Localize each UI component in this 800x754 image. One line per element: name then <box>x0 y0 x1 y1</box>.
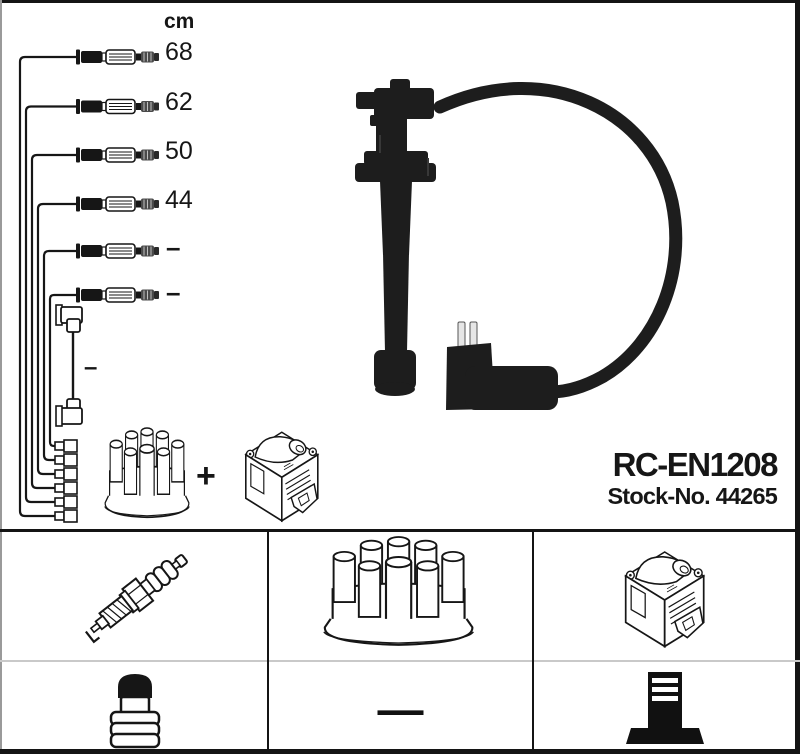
stock-number: Stock-No. 44265 <box>607 483 777 509</box>
legend-cell-rubber-boot <box>2 662 267 749</box>
cable-connector-icon <box>75 98 160 115</box>
spark-plug-cable-photo <box>355 79 683 410</box>
ignition-cable-icons <box>75 48 160 304</box>
border-left <box>0 0 2 754</box>
plus-sign: + <box>196 457 216 495</box>
distributor-cap-icon <box>322 536 474 646</box>
ignition-coil-icon <box>244 431 319 522</box>
rubber-boot-icon <box>109 673 160 748</box>
distributor-cap-icon <box>103 427 191 519</box>
unit-header: cm <box>164 10 195 33</box>
cable-length-value: – <box>166 277 181 307</box>
grid-divider-main <box>0 529 800 532</box>
legend-cell-terminal-post <box>534 662 795 749</box>
cable-routing-lines <box>18 55 76 518</box>
legend-cell-distributor-cap <box>269 534 532 660</box>
coil-wire-icon <box>55 304 83 427</box>
border-right <box>795 0 800 754</box>
cable-connector-icon <box>75 48 160 66</box>
dash-symbol: — <box>377 682 424 735</box>
legend-cell-dash: — <box>269 662 532 749</box>
terminal-icons <box>54 439 78 523</box>
spark-plug-icon <box>77 546 194 647</box>
cable-length-value: 62 <box>165 88 193 116</box>
cable-length-value: 50 <box>165 137 193 165</box>
border-bottom <box>0 749 800 754</box>
cable-length-value: – <box>166 232 181 262</box>
terminal-post-icon <box>625 671 704 744</box>
cable-length-value: 68 <box>165 38 193 66</box>
product-code: RC-EN1208 <box>612 446 779 483</box>
grid-divider-col1 <box>267 531 269 749</box>
diagram-svg <box>18 48 683 523</box>
cable-connector-icon <box>75 195 160 213</box>
coil-wire-length: – <box>84 354 98 381</box>
border-top <box>0 0 800 3</box>
grid-divider-col2 <box>532 531 534 749</box>
legend-cell-spark-plug <box>2 534 267 660</box>
cable-arc <box>433 81 683 399</box>
ignition-coil-icon <box>624 551 705 648</box>
legend-cell-ignition-coil <box>534 534 795 660</box>
cable-connector-icon <box>75 242 160 260</box>
cable-length-value: 44 <box>165 186 193 214</box>
cable-connector-icon <box>75 286 160 304</box>
grid-divider-row <box>0 660 800 662</box>
cable-connector-icon <box>75 146 160 164</box>
